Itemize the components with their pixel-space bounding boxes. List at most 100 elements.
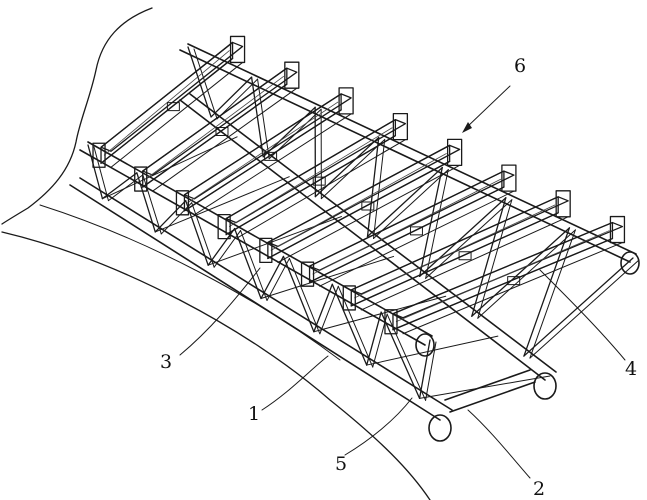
diagonal-brace-edge <box>319 285 339 335</box>
diagonal-brace-edge <box>373 169 449 239</box>
leader-2 <box>467 409 531 479</box>
diagonal-brace <box>471 227 571 317</box>
beam-end-plate <box>134 166 148 192</box>
diagonal-brace-edge <box>240 230 268 301</box>
diagonal-brace-edge <box>425 169 449 279</box>
chord-end-cap <box>620 251 640 275</box>
drawing-outline <box>1 7 640 500</box>
beam-seam <box>312 178 502 275</box>
beam-seam <box>187 101 339 204</box>
arrowhead-6 <box>462 122 472 133</box>
leader-6 <box>465 85 511 129</box>
callout-leaders <box>179 85 626 479</box>
chord-end-cap <box>415 333 435 357</box>
beam-end-plate <box>175 190 190 216</box>
beam-end-plate <box>338 87 354 115</box>
diagonal-brace-edge <box>373 138 386 239</box>
beam-bottom-flange <box>142 83 288 188</box>
bottom-chord-right-2 <box>189 93 557 373</box>
diagonal-brace-edge <box>266 257 290 301</box>
beam-seam <box>103 50 230 156</box>
callout-1: 1 <box>248 403 260 425</box>
lateral-brace <box>313 295 447 333</box>
beam-bottom-edge <box>193 113 352 216</box>
beam-clamp <box>264 151 278 161</box>
lateral-brace <box>207 216 342 266</box>
diagonal-brace <box>282 255 315 333</box>
chord-end-cap <box>533 372 557 400</box>
leader-5 <box>344 397 413 456</box>
beam-end-plate <box>609 215 626 244</box>
beam-bottom-edge <box>319 190 515 287</box>
beam-end-plate <box>217 213 231 240</box>
callout-labels: 1 2 3 4 5 6 <box>160 55 637 500</box>
callout-5: 5 <box>335 453 347 475</box>
lateral-brace <box>260 255 395 299</box>
beam-bottom-flange <box>267 160 451 260</box>
beam-seam <box>354 204 556 299</box>
bottom-chord-left <box>69 184 441 421</box>
beam-end-plate <box>446 138 463 167</box>
beam-clamp <box>312 176 326 186</box>
beam-end-plate <box>384 309 398 335</box>
diagonal-brace <box>187 46 212 118</box>
diagonal-brace <box>154 200 187 233</box>
lateral-brace <box>154 176 290 233</box>
beam-end-plate <box>555 190 571 218</box>
diagonal-brace <box>418 197 507 278</box>
diagonal-brace <box>250 76 264 158</box>
beam-seam <box>228 127 393 227</box>
beam-seam <box>145 75 285 180</box>
diagonal-members <box>87 46 640 401</box>
beam-seam <box>395 230 610 323</box>
leader-1 <box>261 355 329 411</box>
diagonal-brace-edge <box>529 259 640 359</box>
callout-3: 3 <box>160 351 172 373</box>
diagonal-brace-edge <box>425 199 513 279</box>
leader-4 <box>539 269 626 361</box>
diagonal-brace <box>366 311 382 366</box>
beam-clamp <box>215 126 229 136</box>
beam-end-plate <box>259 237 273 264</box>
diagonal-brace-edge <box>191 202 215 268</box>
diagonal-brace <box>418 339 431 400</box>
diagonal-brace <box>314 136 380 198</box>
diagonal-brace <box>136 172 156 233</box>
beam-clamp <box>409 226 423 236</box>
beam-bottom-edge <box>152 87 298 192</box>
beam-bottom-flange <box>183 109 342 212</box>
diagonal-brace-edge <box>160 202 193 235</box>
diagonal-brace <box>185 200 209 266</box>
beam-end-plate <box>501 164 517 192</box>
beam-clamp <box>361 201 375 211</box>
beam-end-plate <box>300 261 315 287</box>
bottom-chord-left-2 <box>79 177 453 411</box>
diagonal-brace-edge <box>93 146 109 202</box>
beam-bottom-flange <box>308 186 505 283</box>
top-chord-right-2 <box>187 43 637 255</box>
beam-seam <box>270 153 447 251</box>
break-line <box>1 7 153 225</box>
diagonal-brace <box>233 227 262 300</box>
diagonal-brace <box>523 227 571 357</box>
beam-clamp <box>166 102 180 112</box>
diagonal-brace <box>418 166 443 278</box>
deck-curve-outer <box>1 231 431 500</box>
beam-bottom-flange <box>392 237 614 331</box>
callout-4: 4 <box>625 358 637 380</box>
beam-bottom-flange <box>350 212 559 307</box>
diagonal-brace <box>331 283 368 366</box>
beam-clamp <box>458 251 472 261</box>
diagonal-brace <box>101 172 138 200</box>
beam-bottom-edge <box>110 61 244 168</box>
beam-end-plate <box>92 142 106 168</box>
beam-end-plate <box>392 112 409 141</box>
leader-3 <box>179 267 261 356</box>
beam-clamp <box>507 276 521 286</box>
lateral-brace <box>366 335 499 366</box>
beam-end-plate <box>284 61 300 89</box>
diagonal-brace-edge <box>288 257 321 335</box>
diagonal-brace-edge <box>337 285 374 368</box>
diagonal-brace <box>523 257 634 357</box>
diagonal-brace <box>260 255 285 300</box>
